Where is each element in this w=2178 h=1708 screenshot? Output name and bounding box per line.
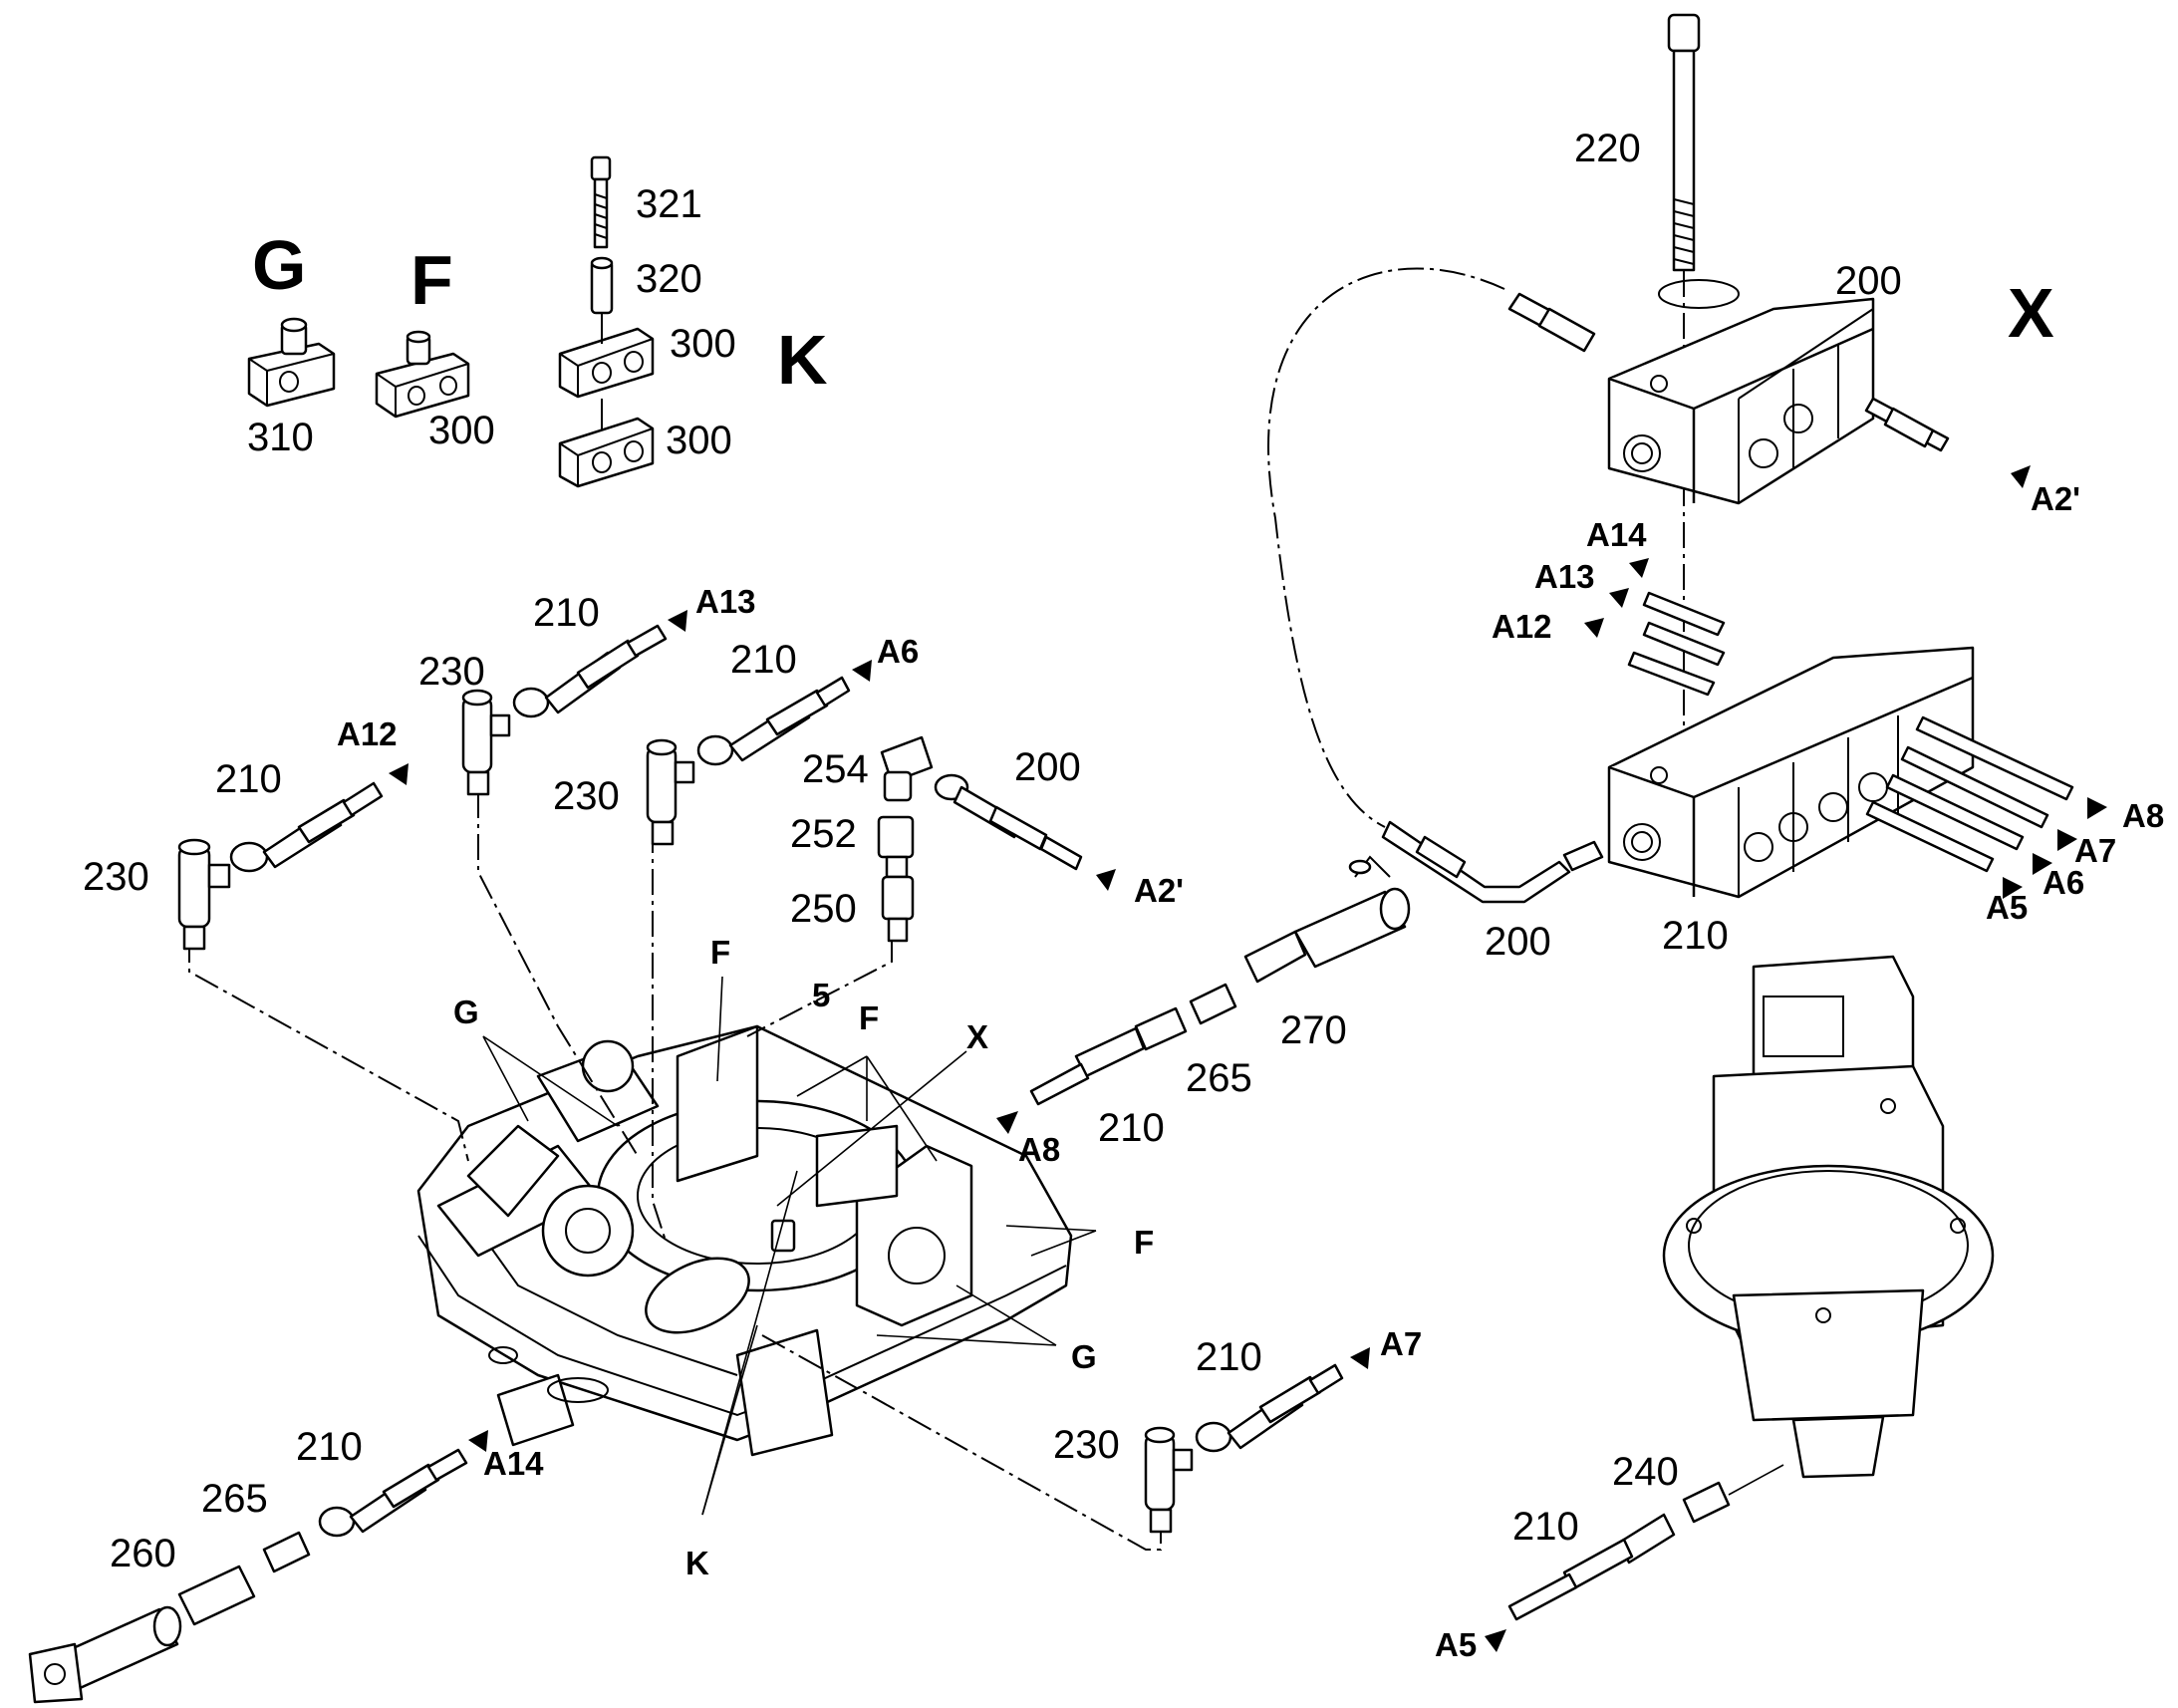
screw-321	[590, 155, 612, 249]
label-300-a: 300	[670, 322, 736, 366]
fitting-260	[177, 1565, 256, 1626]
tag-f-top: F	[710, 934, 730, 971]
sensor-low	[28, 1605, 182, 1704]
hose-210-a8	[1029, 1006, 1188, 1106]
clamp-300-f	[375, 330, 470, 419]
label-220: 220	[1574, 127, 1641, 170]
turntable-frame	[416, 1024, 1073, 1457]
elbow-230-a7	[1144, 1426, 1194, 1534]
tag-f-mid: F	[859, 999, 879, 1036]
fitting-270	[1243, 930, 1307, 984]
hose-210-a7	[1195, 1363, 1344, 1453]
label-5: 5	[812, 977, 830, 1013]
leader-lines	[482, 976, 1097, 1516]
routing-lines	[188, 792, 1162, 1551]
conn-a6-hose: A6	[877, 633, 919, 670]
hose-210-a13	[512, 624, 668, 718]
label-210-a12: 210	[215, 757, 282, 801]
screw-220	[1667, 13, 1701, 787]
label-210-a6: 210	[730, 638, 797, 682]
conn-a14-hose: A14	[483, 1445, 544, 1482]
label-200-mid: 200	[1014, 745, 1081, 789]
fitting-265-low	[262, 1531, 311, 1573]
part-number-labels: G F K X 321 320 300 300 300 310 220 200 …	[83, 127, 2054, 1581]
connection-labels: A2' A14 A13 A12 A8 A7 A6 A5 A13 A6 A12 A…	[337, 480, 2164, 1663]
label-200-top: 200	[1835, 259, 1902, 303]
detail-letter-k: K	[777, 321, 828, 399]
label-321: 321	[636, 182, 702, 226]
conn-a8-hose: A8	[1018, 1131, 1060, 1168]
fitting-265-mid	[1189, 983, 1237, 1025]
clamp-300-k-upper	[558, 313, 655, 399]
hose-210-a14	[318, 1448, 468, 1538]
conn-a2-top: A2'	[2031, 480, 2080, 517]
elbow-230-a12	[177, 838, 231, 951]
label-300-b: 300	[428, 409, 495, 452]
label-252: 252	[790, 812, 857, 856]
label-230-a12: 230	[83, 855, 149, 899]
clamp-310	[247, 317, 336, 408]
label-210-a14: 210	[296, 1425, 363, 1469]
conn-a13-hose: A13	[695, 583, 756, 620]
sensor-270	[1293, 855, 1411, 969]
label-210-a8: 210	[1098, 1106, 1165, 1150]
label-265-mid: 265	[1186, 1056, 1252, 1100]
tag-g-low: G	[1071, 1338, 1097, 1375]
tag-g-top: G	[453, 994, 479, 1030]
pipe-200-loop	[1267, 267, 1604, 904]
conn-a6-right: A6	[2042, 864, 2084, 901]
label-270: 270	[1280, 1008, 1347, 1052]
label-210-block: 210	[1662, 914, 1729, 958]
fitting-240	[1682, 1464, 1784, 1524]
hose-210-a6	[696, 676, 851, 766]
conn-a2-mid: A2'	[1134, 872, 1184, 909]
conn-a7-hose: A7	[1380, 1325, 1422, 1362]
tag-x: X	[966, 1018, 988, 1055]
hose-200-a2	[934, 773, 1083, 871]
detail-letter-f: F	[410, 241, 453, 319]
detail-letter-x: X	[2008, 274, 2054, 352]
label-320: 320	[636, 257, 702, 301]
label-310: 310	[247, 416, 314, 459]
elbow-230-a13	[461, 689, 511, 796]
tag-f-right: F	[1134, 1224, 1154, 1261]
travel-motor	[1662, 955, 1995, 1479]
label-250: 250	[790, 887, 857, 931]
conn-a7-right: A7	[2074, 832, 2116, 869]
connection-arrows	[389, 465, 2107, 1652]
detail-letter-g: G	[252, 226, 306, 304]
conn-a14-top: A14	[1586, 516, 1647, 553]
valve-block-upper	[1607, 279, 1875, 505]
conn-a12-hose: A12	[337, 715, 398, 752]
clamp-300-k-lower	[558, 399, 655, 488]
conn-a5-right: A5	[1986, 889, 2028, 926]
conn-a13-top: A13	[1534, 558, 1595, 595]
hose-210-a5	[1507, 1513, 1676, 1621]
label-230-a7: 230	[1053, 1423, 1120, 1467]
valve-block-lower	[1607, 646, 1975, 899]
label-200-bottom: 200	[1485, 920, 1551, 964]
label-210-a5: 210	[1512, 1505, 1579, 1549]
conn-a5-hose: A5	[1435, 1626, 1477, 1663]
label-265-low: 265	[201, 1477, 268, 1521]
block-fittings	[1507, 292, 2074, 873]
elbow-230-a6	[646, 738, 695, 846]
label-254: 254	[802, 747, 869, 791]
spacer-320	[590, 256, 614, 315]
tag-k: K	[685, 1545, 709, 1581]
fittings-254-252-250	[877, 735, 934, 943]
label-300-c: 300	[666, 419, 732, 462]
label-210-a13: 210	[533, 591, 600, 635]
conn-a12-top: A12	[1492, 608, 1552, 645]
label-260: 260	[110, 1532, 176, 1575]
label-230-a13: 230	[418, 650, 485, 694]
label-230-a6: 230	[553, 774, 620, 818]
hose-210-a12	[229, 781, 384, 873]
conn-a8-right: A8	[2122, 797, 2164, 834]
label-240: 240	[1612, 1450, 1679, 1494]
label-210-a7: 210	[1196, 1335, 1262, 1379]
